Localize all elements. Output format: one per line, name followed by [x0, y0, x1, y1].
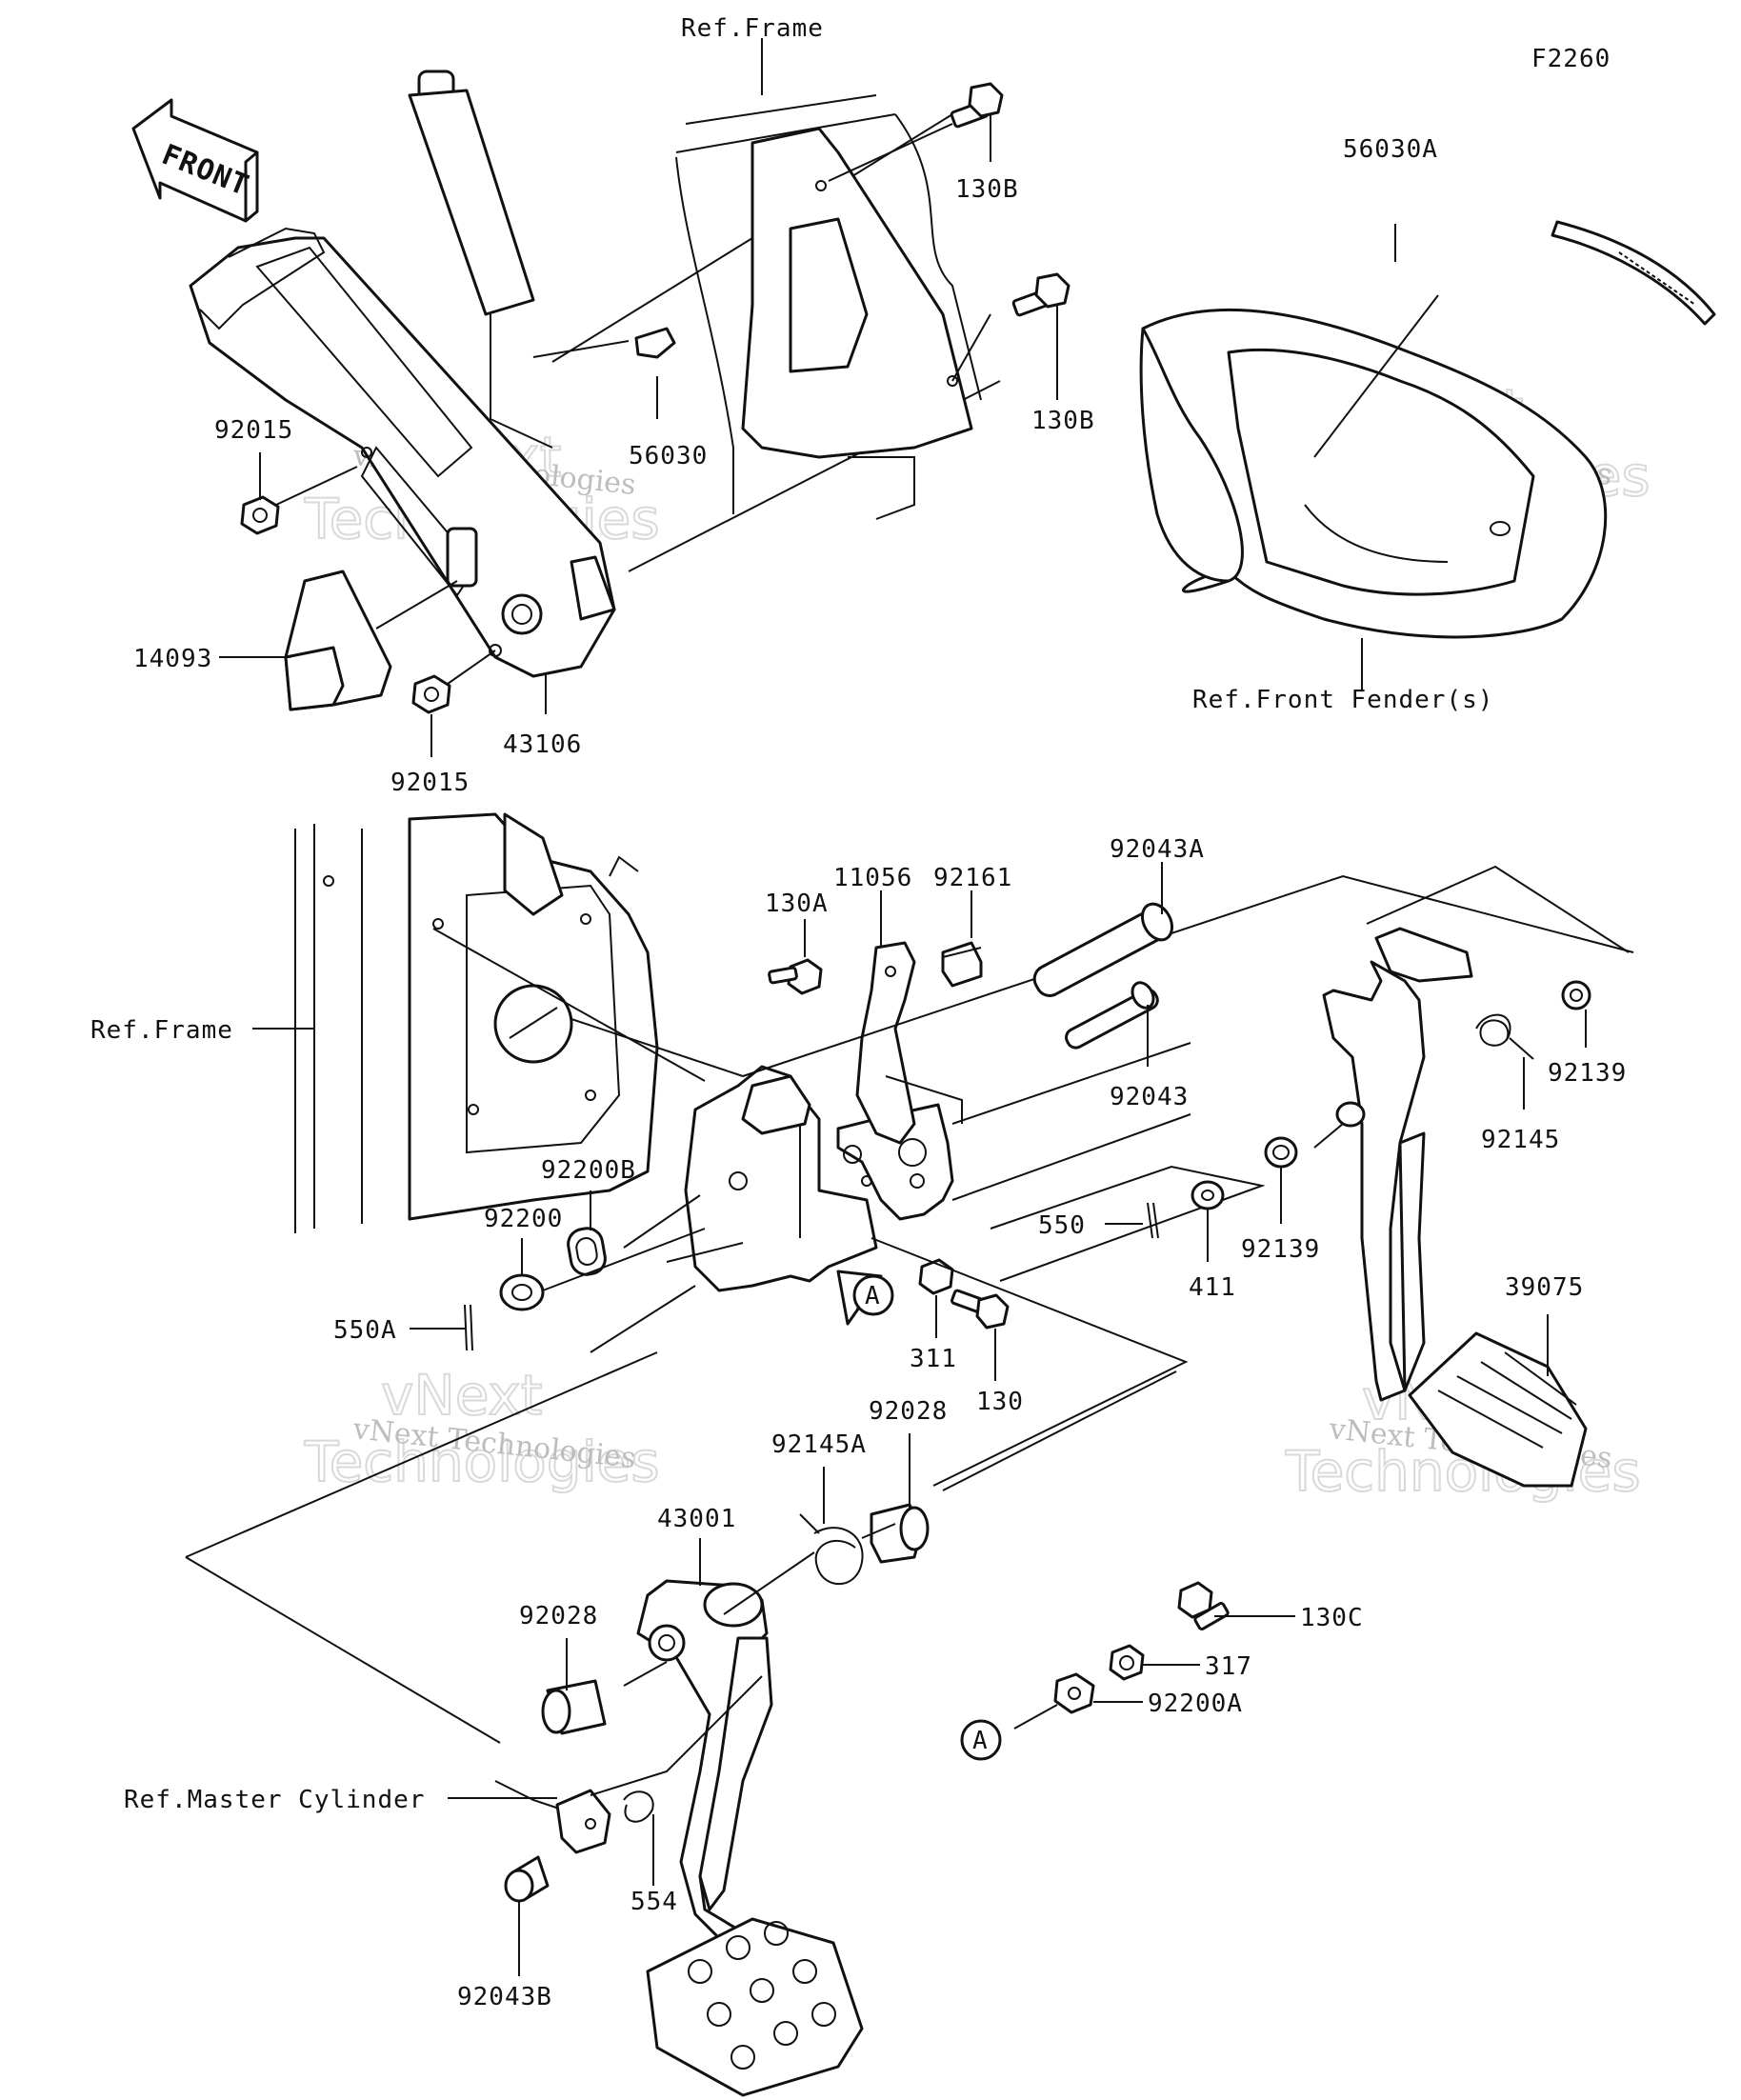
frame-left: [294, 812, 744, 1233]
pedal-bracket: [590, 874, 1634, 1487]
part-number-labels: 130B 130B 56030A 56030 92015 92015 14093…: [133, 135, 1627, 2011]
part-label-92139-lower: 92139: [1241, 1235, 1320, 1264]
part-leaders: [219, 376, 1587, 1976]
ref-frame-left: Ref.Frame: [90, 1016, 233, 1045]
part-label-92145: 92145: [1481, 1126, 1560, 1154]
watermark-big-bottom: Technologies: [304, 1430, 660, 1494]
part-label-550: 550: [1038, 1211, 1086, 1240]
callout-a-upper: A: [852, 1274, 894, 1316]
ref-front-fender: Ref.Front Fender(s): [1192, 686, 1493, 714]
pins-washers: [464, 902, 1298, 1351]
part-label-43001: 43001: [657, 1505, 736, 1533]
part-label-56030: 56030: [629, 442, 708, 470]
callout-a-text: A: [865, 1282, 881, 1310]
part-label-130: 130: [976, 1388, 1024, 1416]
part-label-92043B: 92043B: [457, 1983, 552, 2011]
ref-frame-top: Ref.Frame: [681, 14, 824, 43]
part-label-130C: 130C: [1300, 1604, 1364, 1632]
part-label-317: 317: [1205, 1652, 1252, 1681]
callout-a-text: A: [972, 1727, 989, 1755]
part-label-92015-lower: 92015: [390, 769, 470, 797]
part-label-130A: 130A: [765, 890, 829, 918]
reference-leaders: [252, 38, 763, 1799]
front-fender-assembly: [1139, 220, 1716, 690]
part-label-14093: 14093: [133, 645, 212, 673]
part-label-554: 554: [630, 1888, 678, 1916]
part-label-311: 311: [910, 1345, 957, 1373]
part-label-92043A: 92043A: [1110, 835, 1205, 864]
part-label-11056: 11056: [833, 864, 912, 892]
part-label-92015-upper: 92015: [214, 416, 293, 445]
part-label-92200: 92200: [484, 1205, 563, 1233]
part-label-92043: 92043: [1110, 1083, 1189, 1111]
parking-brake-lever-assembly: [189, 70, 1001, 714]
part-label-39075: 39075: [1505, 1273, 1584, 1302]
part-label-550A: 550A: [333, 1316, 397, 1345]
part-label-130B-upper: 130B: [955, 175, 1019, 204]
brake-pedal-43001: [185, 1351, 1230, 2097]
part-label-130B-lower: 130B: [1031, 407, 1095, 435]
pedal-pad-holes: [688, 1921, 836, 2070]
part-label-92200A: 92200A: [1148, 1690, 1243, 1718]
part-label-43106: 43106: [503, 730, 582, 759]
callout-a-lower: A: [960, 1719, 1002, 1761]
part-label-92161: 92161: [933, 864, 1012, 892]
front-arrow-icon: FRONT: [131, 98, 259, 223]
watermark-big-top: vNext: [381, 1363, 542, 1428]
pedal-39075: [1313, 865, 1630, 1488]
frame-bracket-top: [675, 82, 1071, 520]
part-label-92200B: 92200B: [541, 1156, 636, 1185]
part-label-411: 411: [1189, 1273, 1236, 1302]
ref-master-cylinder: Ref.Master Cylinder: [124, 1786, 425, 1814]
figure-code: F2260: [1531, 45, 1611, 73]
part-label-92145A: 92145A: [771, 1430, 867, 1459]
part-label-56030A: 56030A: [1343, 135, 1438, 164]
part-label-92139-upper: 92139: [1548, 1059, 1627, 1088]
part-label-92028-lower: 92028: [519, 1602, 598, 1630]
part-label-92028-upper: 92028: [869, 1397, 948, 1426]
